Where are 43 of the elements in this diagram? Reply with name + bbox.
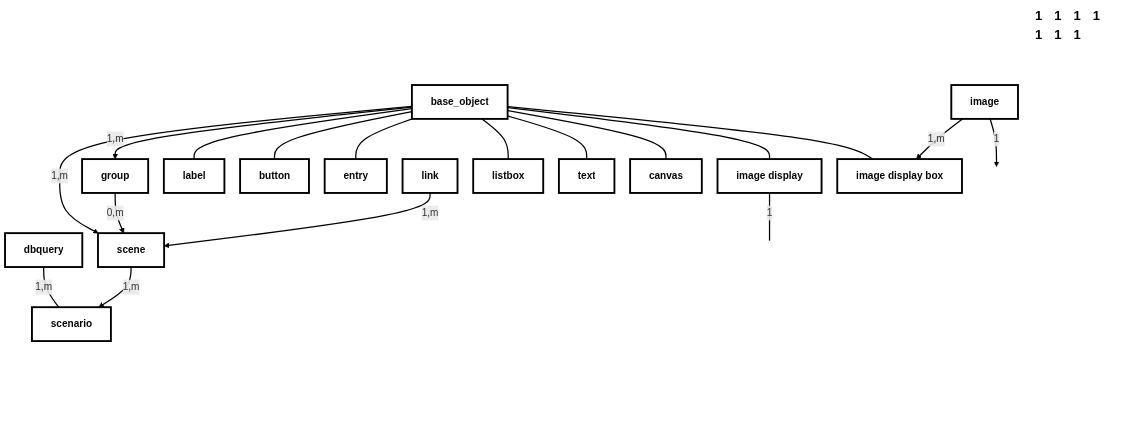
- edge-label: 1,m: [421, 207, 439, 219]
- node-box: listbox: [472, 158, 545, 194]
- connector: [507, 115, 588, 160]
- node-box: group: [81, 158, 150, 194]
- node-box: scenario: [31, 306, 112, 342]
- edge-label: 1: [993, 133, 1000, 144]
- edge-label: 1: [766, 207, 773, 219]
- connector: [273, 110, 413, 160]
- multiplicity-label: 1: [1035, 8, 1043, 23]
- multiplicity-label: 1: [1054, 8, 1062, 23]
- arrow: [916, 118, 964, 160]
- node-box: entry: [323, 158, 388, 194]
- multiplicity-label: 1: [1035, 27, 1043, 42]
- multiplicity-label: 1: [1054, 27, 1062, 42]
- node-box: image: [950, 84, 1019, 120]
- edge-label: 1,m: [927, 133, 945, 144]
- arrow: [112, 106, 413, 160]
- node-box: image display box: [836, 158, 963, 194]
- node-box: dbquery: [4, 232, 84, 268]
- multiplicity-label: 1: [1073, 27, 1081, 42]
- connector: [355, 118, 413, 160]
- node-box: canvas: [629, 158, 703, 194]
- node-box: base_object: [410, 84, 509, 120]
- multiplicity-label: 1: [1092, 8, 1100, 23]
- connector: [507, 105, 874, 160]
- connector: [507, 107, 771, 160]
- edge-label: 1,m: [51, 170, 68, 181]
- node-box: scene: [97, 232, 166, 268]
- edge-label: 1,m: [35, 281, 53, 293]
- arrow: [98, 266, 132, 308]
- arrow: [989, 118, 1000, 167]
- node-box: button: [239, 158, 310, 194]
- connector: [481, 118, 509, 160]
- edge-label: 1,m: [106, 133, 124, 144]
- node-box: link: [401, 158, 459, 194]
- connector: [507, 109, 667, 160]
- node-box: text: [557, 158, 616, 194]
- edge-label: 0,m: [106, 207, 124, 219]
- connector: [193, 107, 413, 160]
- edge-label: 1,m: [122, 281, 140, 293]
- multiplicity-label: 1: [1073, 8, 1081, 23]
- node-box: image display: [716, 158, 823, 194]
- node-box: label: [162, 158, 226, 194]
